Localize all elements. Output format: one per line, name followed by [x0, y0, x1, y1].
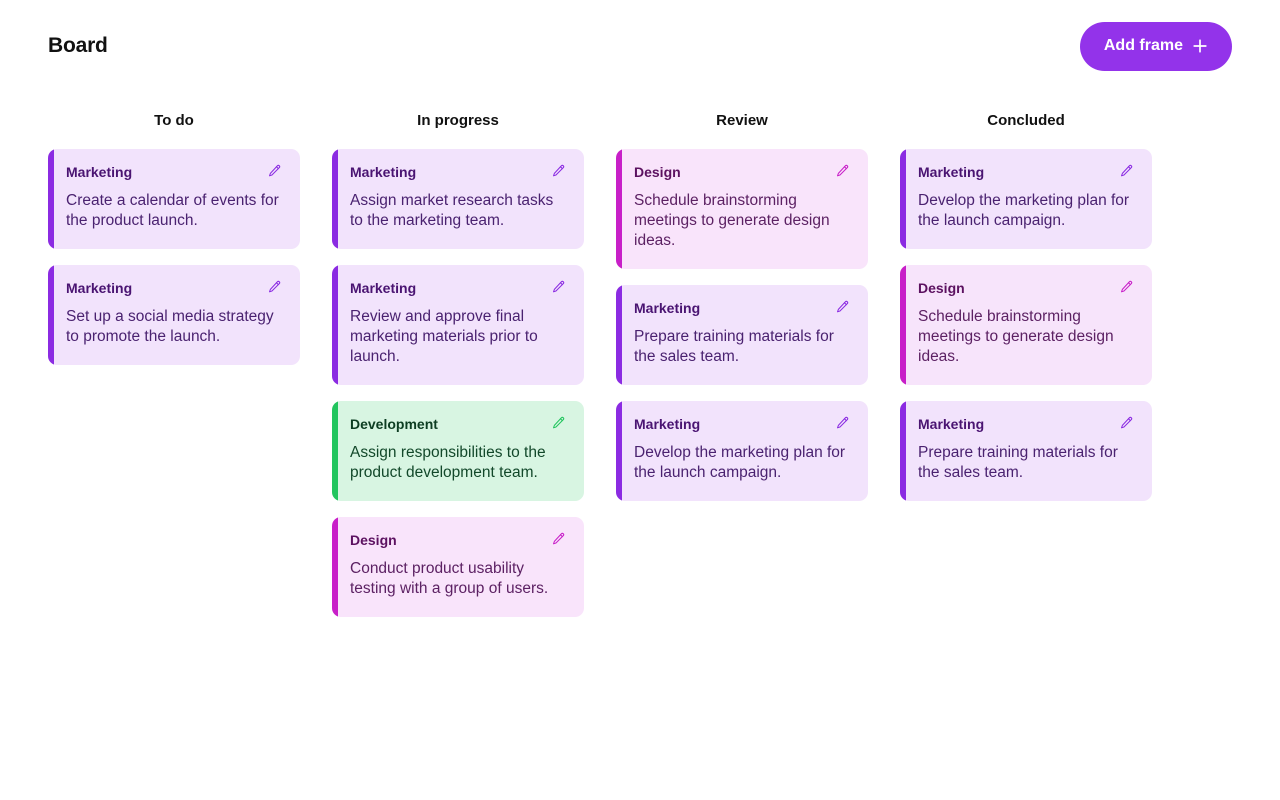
task-card-header: Marketing — [66, 279, 282, 297]
pencil-icon[interactable] — [551, 163, 566, 179]
task-description: Assign market research tasks to the mark… — [350, 192, 554, 229]
task-category-label: Marketing — [918, 164, 985, 180]
pencil-icon[interactable] — [1119, 415, 1134, 431]
task-description: Prepare training materials for the sales… — [634, 328, 834, 365]
task-category-label: Marketing — [66, 164, 133, 180]
column-title: In progress — [417, 112, 499, 129]
pencil-icon[interactable] — [835, 415, 850, 431]
task-category-label: Marketing — [634, 300, 701, 316]
page-header: Board Add frame — [0, 0, 1280, 92]
task-card-header: Design — [918, 279, 1134, 297]
task-category-label: Marketing — [350, 164, 417, 180]
task-card-header: Marketing — [350, 163, 566, 181]
task-card-header: Marketing — [918, 163, 1134, 181]
task-card-header: Development — [350, 415, 566, 433]
task-category-label: Marketing — [66, 280, 133, 296]
task-category-label: Marketing — [350, 280, 417, 296]
task-description: Schedule brainstorming meetings to gener… — [918, 308, 1114, 365]
pencil-icon[interactable] — [1119, 279, 1134, 295]
task-card-header: Marketing — [634, 415, 850, 433]
plus-icon — [1192, 38, 1208, 54]
task-description: Develop the marketing plan for the launc… — [634, 444, 846, 481]
task-description: Assign responsibilities to the product d… — [350, 444, 546, 481]
task-description: Create a calendar of events for the prod… — [66, 192, 279, 229]
pencil-icon[interactable] — [551, 531, 566, 547]
task-card-header: Marketing — [634, 299, 850, 317]
task-description: Develop the marketing plan for the launc… — [918, 192, 1130, 229]
task-card-header: Marketing — [918, 415, 1134, 433]
column-title: Concluded — [987, 112, 1065, 129]
pencil-icon[interactable] — [835, 299, 850, 315]
task-description: Set up a social media strategy to promot… — [66, 308, 274, 345]
task-category-label: Marketing — [918, 416, 985, 432]
task-card-header: Design — [634, 163, 850, 181]
pencil-icon[interactable] — [267, 163, 282, 179]
page-title: Board — [48, 34, 108, 57]
task-category-label: Development — [350, 416, 438, 432]
task-category-label: Design — [350, 532, 397, 548]
add-frame-label: Add frame — [1103, 37, 1183, 54]
task-description: Schedule brainstorming meetings to gener… — [634, 192, 830, 249]
task-category-label: Marketing — [634, 416, 701, 432]
task-description: Prepare training materials for the sales… — [918, 444, 1118, 481]
task-category-label: Design — [634, 164, 681, 180]
pencil-icon[interactable] — [835, 163, 850, 179]
pencil-icon[interactable] — [551, 279, 566, 295]
task-description: Review and approve final marketing mater… — [350, 308, 538, 365]
task-card-header: Marketing — [350, 279, 566, 297]
add-frame-button[interactable]: Add frame — [1079, 21, 1232, 71]
task-card-header: Marketing — [66, 163, 282, 181]
pencil-icon[interactable] — [551, 415, 566, 431]
column-title: Review — [716, 112, 768, 129]
task-description: Conduct product usability testing with a… — [350, 560, 549, 597]
task-card-header: Design — [350, 531, 566, 549]
pencil-icon[interactable] — [1119, 163, 1134, 179]
task-category-label: Design — [918, 280, 965, 296]
column-title: To do — [154, 112, 194, 129]
pencil-icon[interactable] — [267, 279, 282, 295]
